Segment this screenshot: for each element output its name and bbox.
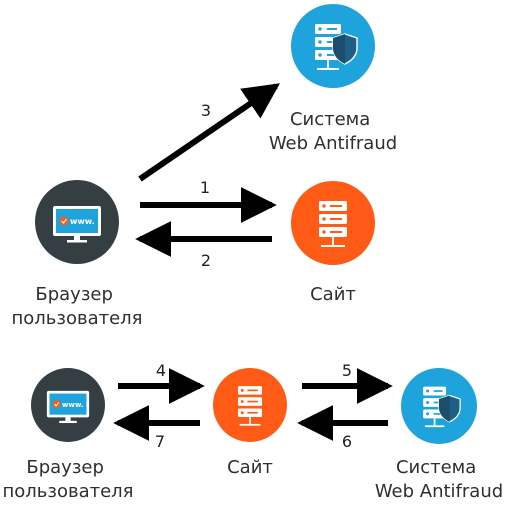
monitor-www-icon: www. [46, 390, 90, 424]
arrow-1-label: 1 [200, 178, 210, 197]
top-site-label: Сайт [310, 284, 356, 305]
arrow-7-label: 7 [155, 432, 165, 451]
arrow-2-label: 2 [201, 251, 211, 270]
arrow-5-label: 5 [342, 361, 352, 380]
top-site-node [291, 181, 375, 265]
arrow-3-label: 3 [201, 101, 211, 120]
svg-text:www.: www. [62, 400, 84, 409]
server-shield-icon [315, 24, 358, 70]
bottom-browser-node: www. [31, 368, 105, 442]
top-browser-label: Браузер пользователя [11, 284, 142, 329]
bottom-antifraud-node [401, 368, 477, 444]
arrow-6-label: 6 [342, 432, 352, 451]
top-antifraud-node [291, 4, 375, 88]
arrow-4-label: 4 [156, 361, 166, 380]
server-shield-icon [423, 386, 461, 428]
svg-text:www.: www. [70, 217, 95, 226]
arrow-3 [138, 83, 280, 182]
top-browser-node: www. [35, 180, 119, 264]
monitor-www-icon: www. [53, 206, 101, 243]
bottom-site-node [213, 368, 287, 442]
bottom-browser-label: Браузер пользователя [2, 457, 133, 502]
bottom-site-label: Сайт [227, 457, 273, 478]
top-antifraud-label: Система Web Antifraud [269, 109, 397, 154]
server-stack-icon [237, 386, 263, 426]
server-stack-icon [319, 201, 347, 247]
bottom-antifraud-label: Система Web Antifraud [375, 457, 503, 502]
